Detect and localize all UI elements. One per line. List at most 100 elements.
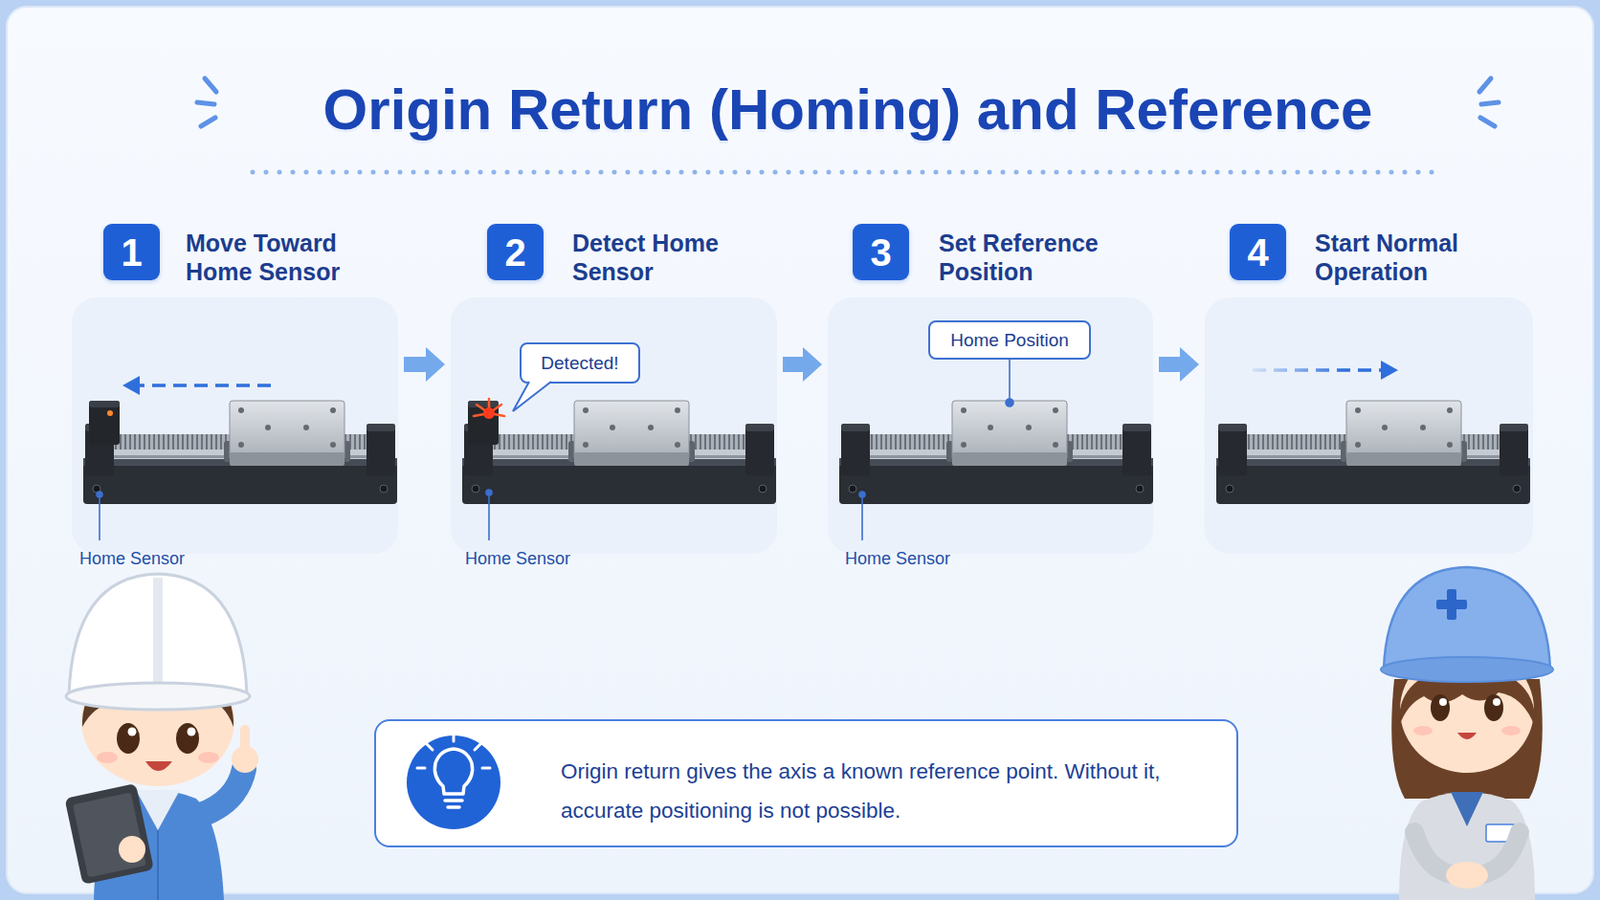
path-shape	[68, 574, 247, 697]
use-shape	[568, 400, 695, 467]
step-number: 4	[1246, 231, 1268, 274]
line-shape	[1481, 102, 1499, 105]
line-shape	[482, 767, 490, 771]
motion-arrow-right	[1252, 360, 1399, 380]
path-shape	[434, 749, 472, 795]
callout-box: Detected!	[519, 342, 641, 384]
lightbulb-icon	[406, 733, 501, 830]
block-arrow	[1158, 347, 1200, 382]
circle-shape	[187, 728, 197, 737]
step-title: Set Reference Position	[938, 228, 1116, 287]
ellipse-shape	[1413, 726, 1433, 736]
callout-text: Home Position	[950, 330, 1069, 352]
ellipse-shape	[66, 683, 250, 711]
step-panel: Set Reference PositionHome Position	[827, 297, 1154, 555]
title-divider	[252, 170, 1442, 176]
block-arrow	[782, 347, 823, 382]
linear-stage	[462, 399, 777, 505]
line-shape	[1480, 117, 1495, 127]
ellipse-shape	[96, 752, 118, 764]
linear-stage	[1216, 400, 1531, 505]
step-number: 3	[869, 231, 891, 274]
step-number: 2	[504, 231, 526, 274]
path-shape	[145, 761, 173, 772]
line-shape	[135, 383, 271, 388]
line-shape	[473, 413, 489, 417]
linear-stage	[83, 400, 398, 505]
step-number-badge: 4	[1229, 223, 1287, 281]
rect-shape	[1486, 824, 1515, 843]
line-shape	[476, 404, 489, 414]
page-title: Origin Return (Homing) and Reference	[0, 76, 1600, 144]
step-panel: Move Toward Home Sensor	[71, 297, 399, 555]
path-shape	[93, 791, 224, 900]
ellipse-shape	[1484, 694, 1504, 722]
ellipse-shape	[1445, 862, 1489, 889]
circle-shape	[1005, 399, 1014, 407]
callout-box: Home Position	[928, 320, 1091, 360]
polygon-shape	[122, 376, 140, 396]
polygon-shape	[1380, 360, 1399, 380]
step-title: Detect Home Sensor	[572, 228, 750, 287]
line-shape	[488, 413, 505, 417]
line-shape	[1008, 359, 1011, 403]
callout-tail	[512, 380, 552, 412]
line-shape	[417, 767, 425, 771]
circle-shape	[1492, 698, 1501, 707]
step-title: Start Normal Operation	[1314, 228, 1492, 287]
line-shape	[447, 805, 460, 810]
circle-shape	[406, 735, 501, 830]
path-shape	[1399, 792, 1535, 900]
use-shape	[83, 423, 398, 505]
ellipse-shape	[1380, 657, 1554, 683]
line-shape	[426, 744, 433, 751]
flow-arrow	[782, 347, 823, 382]
use-shape	[88, 400, 120, 445]
callout-text: Detected!	[540, 353, 619, 375]
circle-shape	[118, 836, 146, 864]
circle-shape	[486, 489, 492, 496]
rect-shape	[240, 725, 250, 758]
title-sparkle	[197, 78, 1499, 127]
path-shape	[200, 769, 245, 816]
block-arrow	[403, 347, 445, 382]
step-title: Move Toward Home Sensor	[185, 228, 363, 287]
path-shape	[1399, 666, 1535, 728]
circle-shape	[231, 746, 259, 774]
ellipse-shape	[198, 752, 220, 764]
line-shape	[444, 799, 463, 803]
flow-arrow	[403, 347, 445, 382]
flow-arrow	[1158, 347, 1200, 382]
path-shape	[1457, 733, 1477, 740]
step-panel: Start Normal Operation	[1204, 297, 1534, 555]
circle-shape	[96, 491, 103, 498]
path-shape	[1450, 792, 1484, 827]
line-shape	[452, 733, 456, 742]
use-shape	[467, 400, 499, 445]
circle-shape	[859, 491, 866, 498]
linear-stage	[839, 400, 1154, 505]
tip-box: Origin return gives the axis a known ref…	[374, 719, 1239, 848]
line-shape	[1252, 368, 1384, 373]
line-shape	[156, 830, 159, 900]
path-shape	[135, 790, 180, 831]
step-number-badge: 3	[852, 223, 910, 281]
line-shape	[197, 102, 215, 105]
use-shape	[462, 423, 777, 505]
line-shape	[474, 744, 481, 751]
motion-arrow-left	[122, 376, 271, 396]
use-shape	[1216, 423, 1531, 505]
line-shape	[200, 117, 216, 127]
line-shape	[488, 404, 502, 414]
ellipse-shape	[116, 723, 140, 755]
ellipse-shape	[176, 723, 200, 755]
step-number: 1	[120, 231, 142, 274]
polygon-shape	[512, 380, 552, 412]
use-shape	[223, 400, 351, 467]
path-shape	[1414, 832, 1455, 876]
path-shape	[153, 577, 163, 693]
line-shape	[1479, 78, 1491, 92]
tip-text: Origin return gives the axis a known ref…	[560, 752, 1183, 831]
g-shape	[64, 783, 154, 886]
g-shape	[417, 733, 490, 769]
